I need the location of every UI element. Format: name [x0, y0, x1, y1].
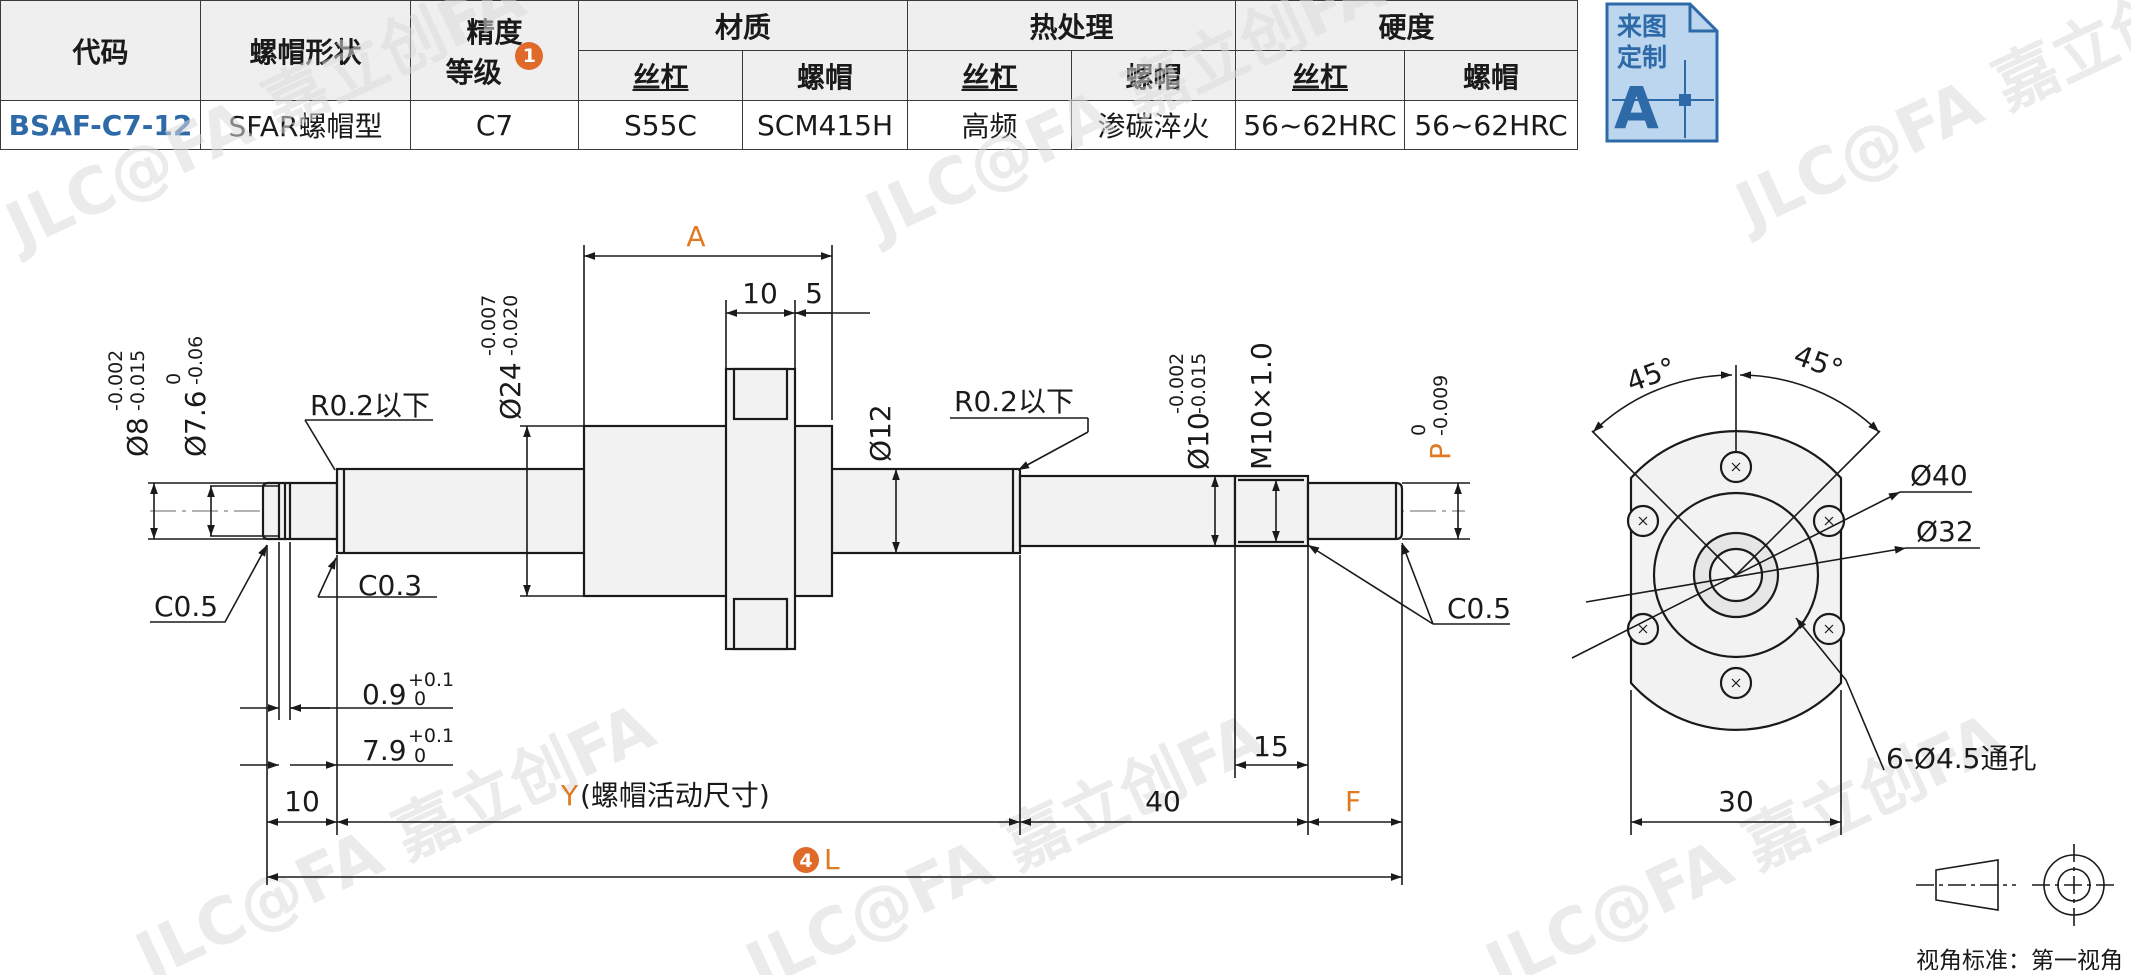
watermark-text-2: JLC@FA 嘉立创FA	[852, 0, 1396, 256]
dim-7-9-lower: 0	[414, 745, 426, 767]
dim-p-upper: 0	[1408, 424, 1430, 436]
dim-7-9: 7.9	[362, 734, 407, 767]
custom-badge-line2: 定制	[1617, 43, 1667, 72]
dim-phi40: Ø40	[1910, 459, 1968, 492]
cell-accuracy: C7	[410, 100, 579, 150]
cell-nut-shape: SFAR螺帽型	[200, 100, 411, 150]
spec-table: 代码 螺帽形状 精度 等级 1 材质 热处理 硬度 丝杠 螺帽 丝杠 螺帽 丝杠…	[0, 0, 1579, 150]
table-row: BSAF-C7-12 SFAR螺帽型 C7 S55C SCM415H 高频 渗碳…	[0, 100, 1579, 150]
projection-label: 视角标准：第一视角	[1916, 948, 2123, 974]
dim-0-9-upper: +0.1	[408, 669, 454, 691]
dim-l: L	[824, 843, 840, 876]
accuracy-note-badge: 1	[515, 41, 544, 70]
dim-phi24-upper: -0.007	[478, 295, 500, 356]
subheader-heat-screw: 丝杠	[907, 50, 1073, 101]
header-accuracy-line1: 精度	[466, 15, 523, 49]
dim-y: Y	[560, 779, 579, 812]
custom-drawing-badge[interactable]: 来图 定制 A	[1605, 2, 1719, 143]
cell-heat-screw: 高频	[907, 100, 1073, 150]
dim-phi24: Ø24	[494, 362, 527, 420]
dim-phi8-lower: -0.015	[127, 350, 149, 411]
cell-code[interactable]: BSAF-C7-12	[0, 100, 201, 150]
dim-holes: 6-Ø4.5通孔	[1886, 742, 2037, 775]
dim-y-note: (螺帽活动尺寸)	[580, 779, 770, 812]
header-hardness: 硬度	[1235, 0, 1579, 51]
dim-p-lower: -0.009	[1430, 375, 1452, 436]
dim-angle-right: 45°	[1789, 338, 1847, 386]
dim-phi7-6: Ø7.6	[179, 390, 212, 457]
dim-5: 5	[805, 277, 823, 310]
header-accuracy-line2: 等级	[445, 55, 502, 89]
ball-screw-side-view	[150, 367, 1465, 651]
dim-phi12: Ø12	[864, 404, 897, 462]
subheader-hard-screw: 丝杠	[1235, 50, 1406, 101]
dim-7-9-upper: +0.1	[408, 725, 454, 747]
dim-10: 10	[742, 277, 778, 310]
subheader-hard-screw-text: 丝杠	[1292, 60, 1349, 94]
dim-0-9-lower: 0	[414, 688, 426, 710]
subheader-material-nut: 螺帽	[741, 50, 909, 101]
dim-phi32: Ø32	[1916, 515, 1974, 548]
dimension-lines	[148, 245, 1510, 885]
flange-end-view	[1626, 430, 1846, 731]
dim-p: P	[1424, 443, 1457, 460]
custom-badge-line1: 来图	[1617, 12, 1667, 41]
projection-symbol	[1916, 844, 2116, 926]
header-nut-shape: 螺帽形状	[200, 0, 411, 101]
header-material: 材质	[577, 0, 909, 51]
dim-40: 40	[1145, 785, 1181, 818]
dim-angle-left: 45°	[1622, 351, 1680, 399]
subheader-material-screw: 丝杠	[578, 50, 743, 101]
cell-material-nut: SCM415H	[741, 100, 909, 150]
dim-a: A	[686, 220, 705, 253]
length-note-badge-number: 4	[799, 850, 812, 872]
dim-width-30: 30	[1718, 785, 1754, 818]
flange-dimension-labels: 45° 45° Ø40 Ø32 6-Ø4.5通孔 30	[1622, 338, 2036, 818]
dim-r02-left: R0.2以下	[310, 389, 430, 422]
custom-badge-letter: A	[1614, 74, 1659, 142]
header-code: 代码	[0, 0, 201, 101]
dimension-labels: A 10 5 Ø24 -0.007 -0.020 Ø8 -0.002 -0.01…	[105, 220, 1511, 876]
cell-heat-nut: 渗碳淬火	[1071, 100, 1237, 150]
dim-r02-right: R0.2以下	[954, 385, 1074, 418]
dim-phi7-6-lower: -0.06	[185, 336, 207, 385]
dim-c03: C0.3	[358, 569, 422, 602]
dim-phi7-6-upper: 0	[163, 373, 185, 385]
dim-10-bottom: 10	[284, 785, 320, 818]
watermark-text-5: JLC@FA 嘉立创FA	[732, 700, 1276, 975]
dim-phi10: Ø10	[1182, 412, 1215, 470]
flange-dimension-lines	[1571, 365, 1980, 835]
cell-material-screw: S55C	[578, 100, 743, 150]
watermark-text-4: JLC@FA 嘉立创FA	[122, 690, 666, 975]
dim-0-9: 0.9	[362, 678, 407, 711]
watermark-text-3: JLC@FA 嘉立创FA	[1722, 0, 2131, 246]
subheader-heat-nut: 螺帽	[1071, 50, 1237, 101]
dim-phi24-lower: -0.020	[500, 295, 522, 356]
dim-c05-left: C0.5	[154, 590, 218, 623]
dim-phi8: Ø8	[121, 417, 154, 457]
dim-c05-right: C0.5	[1447, 592, 1511, 625]
length-note-badge	[793, 847, 819, 873]
dim-phi8-upper: -0.002	[105, 350, 127, 411]
subheader-hard-nut: 螺帽	[1404, 50, 1579, 101]
dim-phi10-lower: -0.015	[1188, 353, 1210, 414]
cell-hard-nut: 56~62HRC	[1404, 100, 1579, 150]
dim-m10: M10×1.0	[1245, 342, 1278, 470]
dim-f: F	[1345, 785, 1361, 818]
subheader-material-screw-text: 丝杠	[632, 60, 689, 94]
header-heat-treatment: 热处理	[907, 0, 1237, 51]
dim-15: 15	[1253, 730, 1289, 763]
dim-phi10-upper: -0.002	[1166, 353, 1188, 414]
watermark-text-1: JLC@FA 嘉立创FA	[0, 0, 536, 266]
subheader-heat-screw-text: 丝杠	[961, 60, 1018, 94]
cell-hard-screw: 56~62HRC	[1235, 100, 1406, 150]
